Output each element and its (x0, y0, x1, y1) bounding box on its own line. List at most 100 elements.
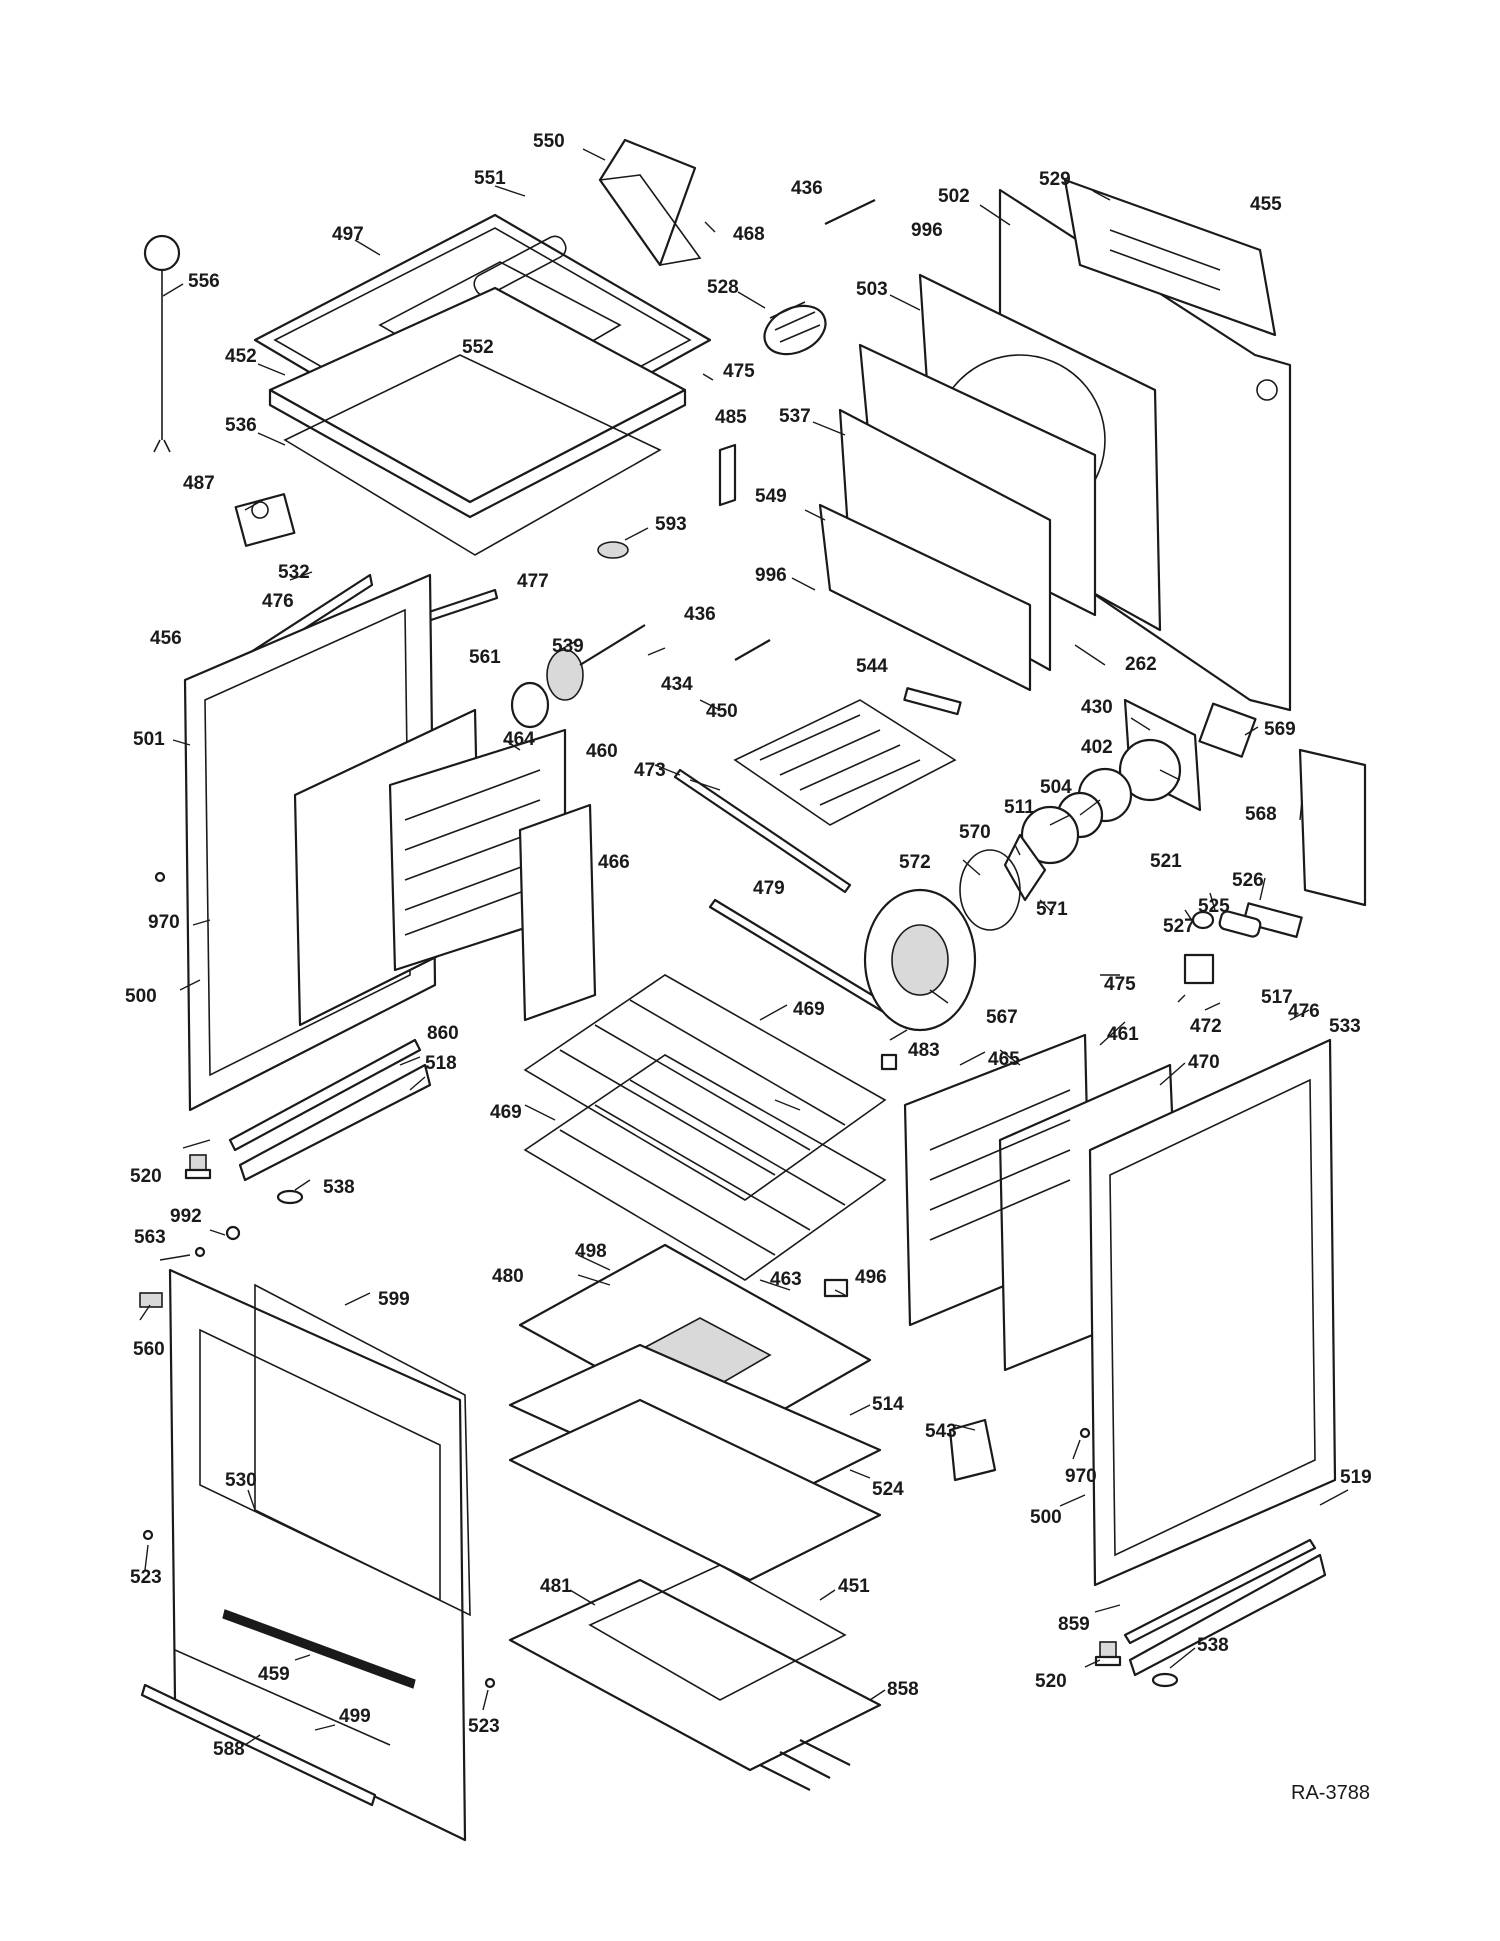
callout-436: 436 (684, 604, 716, 625)
insulation-blanket-part (268, 286, 687, 556)
callout-992: 992 (170, 1206, 202, 1227)
callout-517: 517 (1261, 987, 1293, 1008)
callout-463: 463 (770, 1269, 802, 1290)
callout-539: 539 (552, 636, 584, 657)
drawing-reference-code: RA-3788 (1291, 1782, 1370, 1804)
convection-fan-assembly-part (1020, 698, 1202, 865)
left-slide-part (228, 1038, 432, 1182)
terminal-part (1242, 902, 1303, 939)
wire-cover-part (1063, 178, 1277, 337)
callout-465: 465 (988, 1049, 1020, 1070)
callout-533: 533 (1329, 1016, 1361, 1037)
callout-858: 858 (887, 1679, 919, 1700)
screw-part (194, 1246, 206, 1258)
callout-480: 480 (492, 1266, 524, 1287)
callout-538: 538 (1197, 1635, 1229, 1656)
callout-552: 552 (462, 337, 494, 358)
callout-520: 520 (130, 1166, 162, 1187)
callout-561: 561 (469, 647, 501, 668)
screw-part (1079, 1427, 1091, 1439)
callout-496: 496 (855, 1267, 887, 1288)
callout-556: 556 (188, 271, 220, 292)
callout-473: 473 (634, 760, 666, 781)
power-cord-part (143, 234, 181, 453)
callout-475: 475 (723, 361, 755, 382)
foot-pad-part (1151, 1672, 1179, 1688)
leader-lines (139, 148, 1349, 1746)
callout-567: 567 (986, 1007, 1018, 1028)
callout-476: 476 (1288, 1001, 1320, 1022)
callout-434: 434 (661, 674, 693, 695)
rear-insulation-part (818, 343, 1097, 692)
callout-500: 500 (125, 986, 157, 1007)
callout-466: 466 (598, 852, 630, 873)
callout-514: 514 (872, 1394, 904, 1415)
callout-501: 501 (133, 729, 165, 750)
callout-461: 461 (1107, 1024, 1139, 1045)
callout-521: 521 (1150, 851, 1182, 872)
rack-stop-part (880, 1053, 898, 1071)
callout-503: 503 (856, 279, 888, 300)
seal-strip-part (222, 1609, 416, 1689)
callout-483: 483 (908, 1040, 940, 1061)
broil-pan-part (518, 1243, 872, 1442)
callout-970: 970 (148, 912, 180, 933)
callout-464: 464 (503, 729, 535, 750)
callout-525: 525 (1198, 896, 1230, 917)
bracket-part (718, 443, 737, 507)
callout-996: 996 (911, 220, 943, 241)
terminal-block-part (903, 687, 962, 716)
callout-402: 402 (1081, 737, 1113, 758)
callout-528: 528 (707, 277, 739, 298)
callout-499: 499 (339, 1706, 371, 1727)
right-slide-part (1123, 1538, 1327, 1677)
oven-rack-part (523, 1054, 887, 1281)
callout-543: 543 (925, 1421, 957, 1442)
callout-470: 470 (1188, 1052, 1220, 1073)
callout-469: 469 (490, 1102, 522, 1123)
knob-part (597, 541, 629, 559)
callout-518: 518 (425, 1053, 457, 1074)
capacitor-part (1218, 910, 1262, 938)
callout-523: 523 (130, 1567, 162, 1588)
fan-blade-part (1003, 833, 1047, 902)
control-housing-part (1298, 748, 1367, 907)
callout-549: 549 (755, 486, 787, 507)
callout-593: 593 (655, 514, 687, 535)
callout-560: 560 (133, 1339, 165, 1360)
callout-526: 526 (1232, 870, 1264, 891)
callout-524: 524 (872, 1479, 904, 1500)
callout-563: 563 (134, 1227, 166, 1248)
foot-pad-part (276, 1189, 304, 1205)
relay-part (1198, 702, 1257, 758)
callout-468: 468 (733, 224, 765, 245)
leveling-leg-part (1094, 1641, 1122, 1667)
callout-456: 456 (150, 628, 182, 649)
front-frame-part (168, 1268, 471, 1842)
screw-part (142, 1529, 154, 1541)
callout-519: 519 (1340, 1467, 1372, 1488)
callout-550: 550 (533, 131, 565, 152)
callout-551: 551 (474, 168, 506, 189)
callout-571: 571 (1036, 899, 1068, 920)
callout-511: 511 (1004, 797, 1035, 818)
screw-part (154, 871, 166, 883)
kick-panel-part (140, 1683, 377, 1807)
callout-436: 436 (791, 178, 823, 199)
oven-rack-part (523, 974, 887, 1201)
right-side-panel-part (1088, 1038, 1337, 1587)
side-sheet-part (518, 803, 597, 1022)
leveling-leg-part (184, 1154, 212, 1180)
callout-996: 996 (755, 565, 787, 586)
callout-477: 477 (517, 571, 549, 592)
callout-497: 497 (332, 224, 364, 245)
callout-537: 537 (779, 406, 811, 427)
callout-475: 475 (1104, 974, 1136, 995)
callout-523: 523 (468, 1716, 500, 1737)
callout-570: 570 (959, 822, 991, 843)
callout-504: 504 (1040, 777, 1072, 798)
rod-part (824, 199, 876, 225)
callout-459: 459 (258, 1664, 290, 1685)
callout-469: 469 (793, 999, 825, 1020)
